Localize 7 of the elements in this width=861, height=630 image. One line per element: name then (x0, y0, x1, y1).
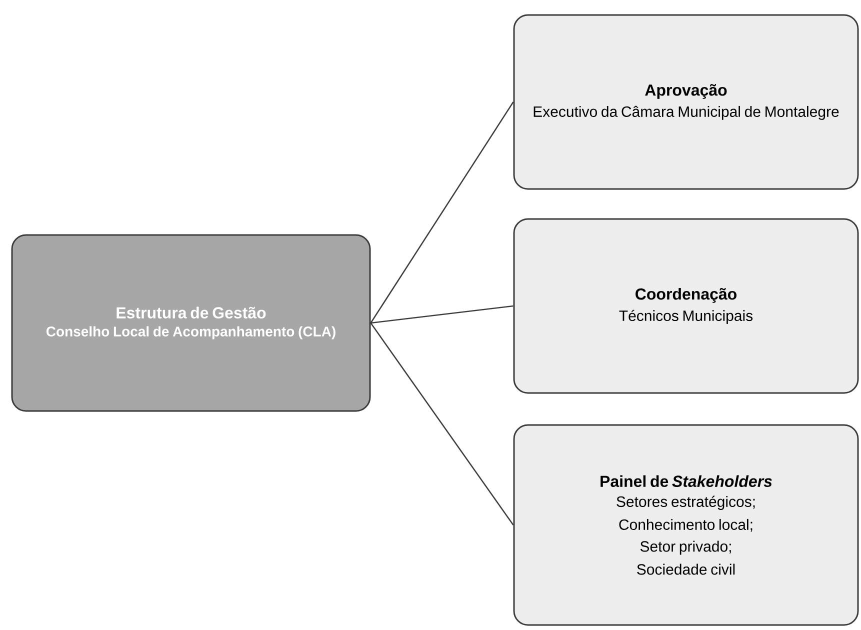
connector-line (370, 102, 514, 324)
connector-line (370, 305, 514, 324)
role-box: Coordenação Técnicos Municipais (513, 218, 859, 394)
role-box: Painel de Stakeholders Setores estratégicos; Conhecimento local; Setor privado; Sociedade civil (513, 424, 859, 626)
connector-line (370, 322, 514, 526)
management-box: Estrutura de Gestão Conselho Local de Acompanhamento (CLA) (11, 234, 371, 412)
role-box: Aprovação Executivo da Câmara Municipal de Montalegre (513, 14, 859, 190)
